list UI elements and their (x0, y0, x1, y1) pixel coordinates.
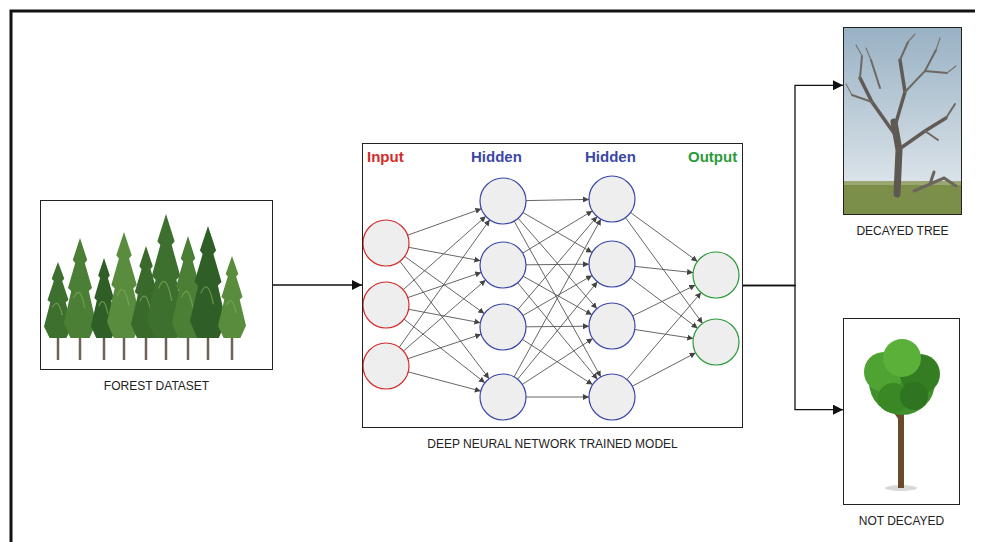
decayed-tree-picture-part (846, 34, 956, 95)
synapse-line (633, 285, 696, 316)
healthy-tree-picture (864, 339, 940, 491)
model-box: InputHiddenHiddenOutputDEEP NEURAL NETWO… (362, 143, 743, 428)
tree-highlight (201, 287, 214, 305)
image-caption: DEEP NEURAL NETWORK TRAINED MODEL (427, 437, 678, 451)
synapse-line (409, 247, 481, 260)
synapse-line (405, 256, 485, 313)
neuron-circle (363, 282, 409, 328)
tree-crown (218, 256, 246, 338)
tree-highlight (158, 281, 171, 300)
synapse-line (523, 211, 593, 253)
image-box: FOREST DATASET (40, 200, 273, 370)
layer-label: Input (367, 148, 404, 166)
layer-label: Output (688, 148, 737, 166)
synapse-line (635, 330, 694, 339)
image-caption: DECAYED TREE (856, 224, 948, 238)
decayed-tree-picture-part (843, 181, 962, 185)
synapse-line (526, 199, 589, 200)
decayed-tree-picture (843, 27, 962, 215)
image-box: DECAYED TREE (843, 27, 962, 215)
neuron-circle (589, 374, 635, 420)
neuron-circle (363, 220, 409, 266)
synapse-line (523, 276, 592, 315)
synapse-line (627, 293, 701, 380)
tree-highlight (182, 291, 193, 307)
healthy-tree-picture-part (883, 339, 921, 377)
image-caption: NOT DECAYED (859, 514, 945, 528)
image-caption: FOREST DATASET (104, 379, 209, 393)
decayed-tree-picture-part (843, 27, 962, 215)
synapse-line (526, 397, 589, 398)
tree-highlight (74, 292, 85, 308)
neuron-circle (693, 252, 739, 298)
layer-label: Hidden (585, 148, 636, 166)
synapse-line (635, 266, 693, 272)
outer-frame (11, 11, 975, 542)
neuron-circle (480, 374, 526, 420)
synapse-line (632, 353, 695, 386)
neuron-circle (589, 241, 635, 287)
neuron-circle (589, 303, 635, 349)
synapse-line (514, 219, 601, 377)
synapse-line (399, 220, 489, 347)
neuron-circle (480, 304, 526, 350)
synapse-line (526, 326, 589, 328)
flow-arrow (743, 85, 843, 285)
neuron-circle (480, 178, 526, 224)
synapse-line (522, 339, 592, 385)
flow-arrow (743, 286, 843, 410)
synapse-line (522, 339, 592, 384)
healthy-tree-picture-part (900, 382, 928, 410)
tree-crown (64, 238, 96, 338)
synapse-line (518, 282, 598, 379)
neuron-circle (363, 343, 409, 389)
synapse-line (403, 216, 486, 289)
synapse-line (630, 278, 697, 328)
synapse-line (408, 334, 481, 358)
flow-arrow (273, 284, 362, 285)
tree-highlight (140, 296, 151, 310)
tree-highlight (117, 290, 129, 307)
layer-label: Hidden (471, 148, 522, 166)
synapse-line (408, 372, 481, 391)
neuron-circle (589, 176, 635, 222)
decayed-tree-picture-part (852, 42, 955, 140)
synapse-line (400, 261, 489, 378)
forest-picture (44, 214, 246, 360)
neural-network-picture (363, 176, 739, 420)
neuron-circle (693, 319, 739, 365)
tree-highlight (52, 303, 62, 315)
synapse-line (404, 319, 485, 383)
neuron-circle (480, 242, 526, 288)
image-box: NOT DECAYED (843, 318, 960, 505)
tree-highlight (99, 302, 108, 315)
synapse-line (626, 218, 703, 324)
synapse-line (631, 213, 698, 262)
decayed-tree-picture-part (843, 183, 962, 215)
synapse-line (408, 209, 482, 235)
synapse-line (526, 264, 589, 266)
tree-highlight (226, 301, 236, 314)
decayed-tree-picture-part (914, 172, 956, 191)
synapse-line (523, 276, 592, 316)
synapse-line (403, 280, 485, 351)
